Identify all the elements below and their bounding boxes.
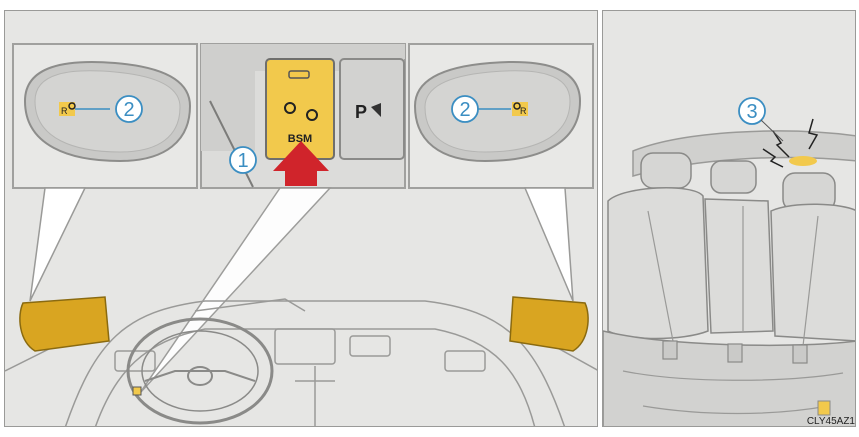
dashboard-panel: R 2 BSM P — [4, 10, 598, 427]
left-mirror-inset: R — [13, 44, 197, 188]
left-side-mirror — [20, 297, 109, 351]
switch-location-marker — [133, 387, 141, 395]
right-side-mirror — [510, 297, 588, 351]
svg-text:P: P — [355, 102, 367, 122]
callout-1: 1 — [230, 147, 256, 173]
figure-code: CLY45AZ1 — [807, 416, 856, 427]
svg-text:R: R — [61, 106, 68, 116]
parking-sensor-button[interactable] — [340, 59, 404, 159]
callout-2-right: 2 — [452, 96, 478, 122]
rear-seat-illustration: 3 CLY45AZ1 — [603, 11, 856, 427]
right-mirror-inset: R — [409, 44, 593, 188]
svg-text:1: 1 — [237, 150, 248, 172]
svg-text:2: 2 — [459, 99, 470, 121]
dashboard-illustration: R 2 BSM P — [5, 11, 598, 427]
svg-text:2: 2 — [123, 99, 134, 121]
svg-text:R: R — [520, 106, 527, 116]
svg-text:3: 3 — [746, 101, 757, 123]
buzzer-indicator — [789, 156, 817, 166]
rear-seat-panel: 3 CLY45AZ1 — [602, 10, 856, 427]
callout-2-left: 2 — [116, 96, 142, 122]
